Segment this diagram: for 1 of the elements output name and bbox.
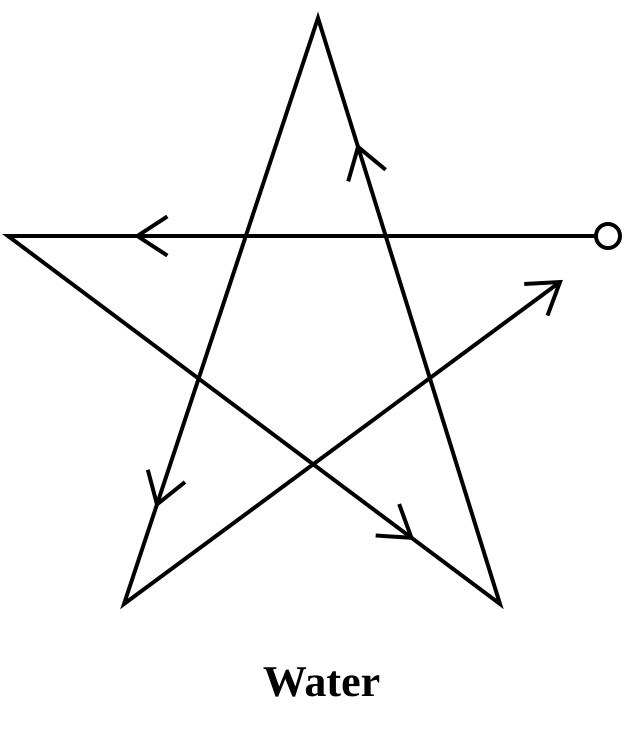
title: Water: [262, 660, 380, 704]
